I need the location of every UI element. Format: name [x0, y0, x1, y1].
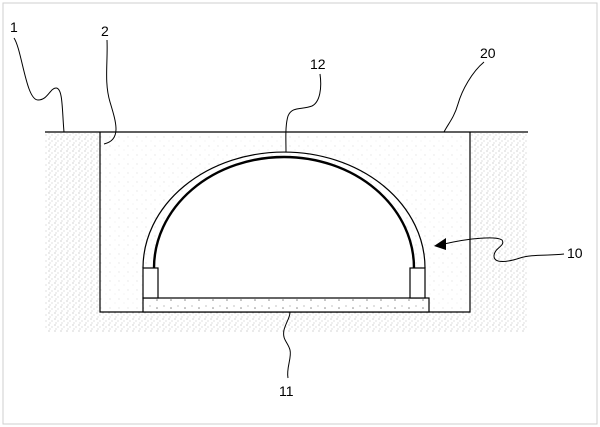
base-slab — [143, 298, 429, 312]
label-trench: 2 — [101, 23, 109, 39]
leader-2 — [104, 40, 116, 144]
label-ground: 1 — [10, 19, 18, 35]
left-footing — [143, 268, 158, 298]
right-footing — [410, 268, 425, 298]
label-arch-shell: 12 — [310, 56, 326, 72]
leader-1 — [14, 38, 64, 132]
label-backfill: 20 — [480, 45, 496, 61]
leader-20 — [444, 62, 484, 132]
label-arch-structure: 10 — [567, 245, 583, 261]
label-base-slab: 11 — [279, 383, 294, 399]
